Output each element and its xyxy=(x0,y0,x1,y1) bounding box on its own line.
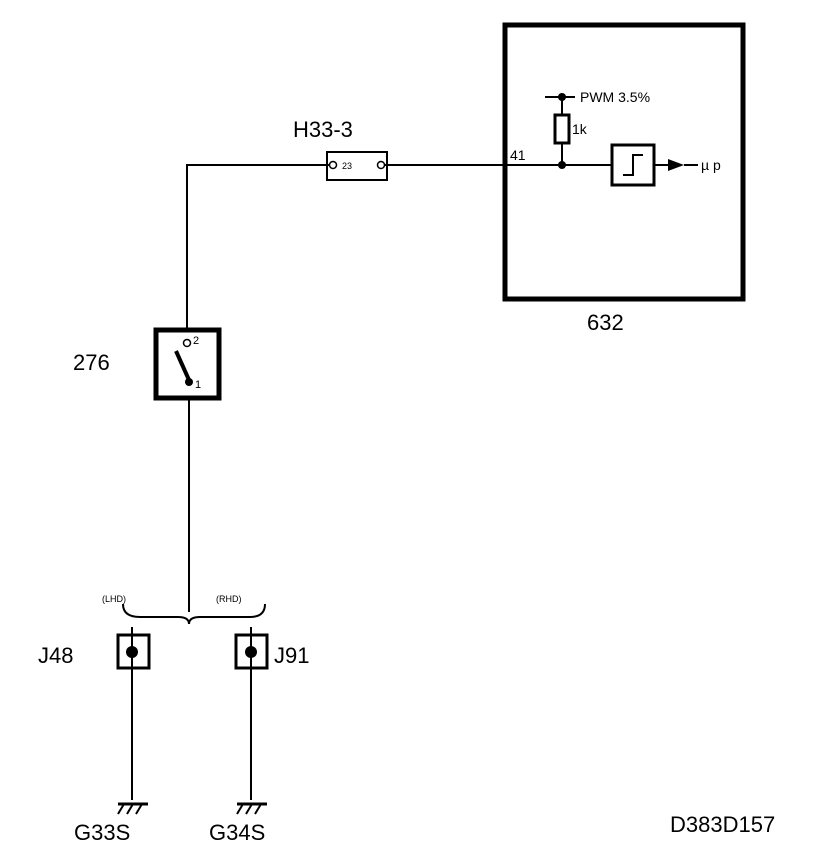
pwm-label: PWM 3.5% xyxy=(580,89,650,105)
switch-276: 276 2 1 xyxy=(73,327,222,401)
connector-pin-right xyxy=(376,160,386,170)
switch-pin-1-label: 1 xyxy=(195,379,201,391)
connector-h33-3: H33-3 23 xyxy=(293,117,388,181)
resistor-label: 1k xyxy=(572,121,588,137)
switch-label: 276 xyxy=(73,350,110,375)
variant-brace xyxy=(122,603,266,625)
switch-box xyxy=(153,327,222,401)
output-arrow-icon xyxy=(668,159,684,171)
drawing-id: D383D157 xyxy=(670,812,775,837)
ground-right-hatch-3 xyxy=(254,803,262,815)
control-unit-label: 632 xyxy=(587,310,624,335)
ground-g33s: G33S xyxy=(74,802,148,845)
j91-label: J91 xyxy=(274,643,309,668)
ground-left-hatch-3 xyxy=(135,803,143,815)
connector-label: H33-3 xyxy=(293,117,353,142)
control-unit-632: 632 41 PWM 3.5% 1k µ p xyxy=(502,22,746,335)
ground-left-hatch-2 xyxy=(126,803,134,815)
control-unit-box xyxy=(502,22,746,302)
resistor-1k xyxy=(553,113,571,145)
wire-connector-to-switch xyxy=(186,164,329,340)
switch-pin-2-label: 2 xyxy=(193,335,199,347)
connector-pin-number: 23 xyxy=(342,161,352,171)
ground-right-hatch-2 xyxy=(245,803,253,815)
lhd-label: (LHD) xyxy=(102,594,126,604)
j48-label: J48 xyxy=(38,643,73,668)
connector-j48: J48 xyxy=(38,627,151,800)
connector-j91: J91 xyxy=(234,627,309,800)
ground-right-label: G34S xyxy=(209,820,265,845)
ground-right-hatch-1 xyxy=(236,803,244,815)
ground-left-hatch-1 xyxy=(117,803,125,815)
schmitt-symbol xyxy=(623,154,643,176)
ground-g34s: G34S xyxy=(209,802,267,845)
rhd-label: (RHD) xyxy=(216,594,242,604)
control-unit-pin-label: 41 xyxy=(510,147,526,163)
connector-pin-left xyxy=(328,160,338,170)
switch-lever xyxy=(174,350,191,381)
switch-contact-2 xyxy=(182,338,192,348)
switch-contact-1 xyxy=(185,378,193,386)
ground-left-label: G33S xyxy=(74,820,130,845)
microprocessor-label: µ p xyxy=(701,157,721,173)
